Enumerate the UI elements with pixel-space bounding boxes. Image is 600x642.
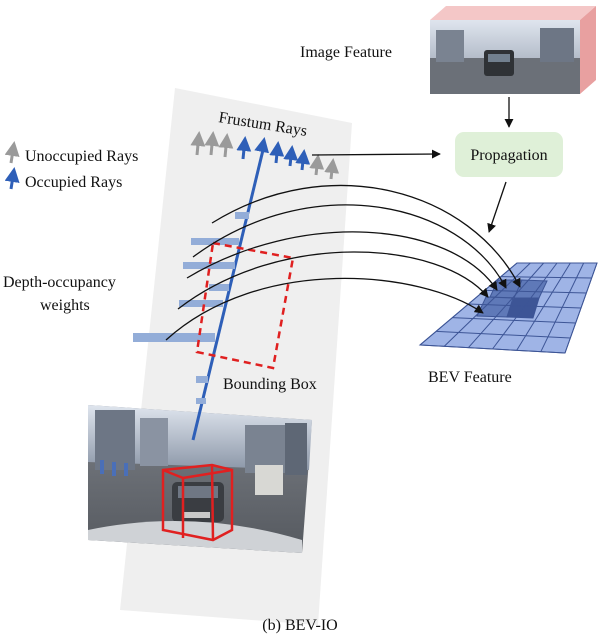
occupied-ray-arrow xyxy=(236,136,252,160)
unoccupied-ray-arrow xyxy=(309,154,325,176)
curve-arrow xyxy=(165,277,484,341)
legend-unoccupied-arrow xyxy=(4,141,20,164)
weight-bar xyxy=(179,300,223,307)
frustum-ray-arrows xyxy=(190,131,340,180)
unoccupied-rays-label: Unoccupied Rays xyxy=(25,148,138,165)
propagation-curves xyxy=(165,184,521,341)
occupied-ray-arrow xyxy=(254,137,270,154)
occupied-ray-arrow xyxy=(295,149,311,171)
rays-to-propagation-arrow xyxy=(311,149,441,159)
weight-bar xyxy=(196,398,206,404)
bev-grid-line xyxy=(419,344,566,354)
occupied-ray-arrow xyxy=(269,141,285,164)
weight-bar xyxy=(235,212,249,219)
curve-arrow xyxy=(192,204,507,289)
legend-occupied-arrow xyxy=(4,167,20,190)
car-3d-box xyxy=(161,463,234,542)
bev-grid-line xyxy=(436,330,571,339)
unoccupied-ray-arrow xyxy=(218,133,234,158)
unoccupied-ray-arrow xyxy=(190,131,206,156)
image-feature-cube xyxy=(430,6,596,94)
camera-image xyxy=(88,405,312,553)
propagation-label: Propagation xyxy=(470,147,547,164)
curve-arrow xyxy=(177,251,489,310)
unoccupied-ray-arrow xyxy=(324,158,340,180)
curve-arrow xyxy=(211,184,521,288)
weight-bar xyxy=(133,333,215,342)
occupied-ray-arrow xyxy=(283,145,299,167)
weight-bar xyxy=(209,284,229,291)
depth-occupancy-label-line2: weights xyxy=(40,297,90,314)
curve-arrow xyxy=(186,231,498,291)
propagation-to-bev-arrow xyxy=(487,181,507,233)
image-feature-label: Image Feature xyxy=(300,44,392,61)
unoccupied-ray-arrow xyxy=(204,131,220,156)
bev-feature-label: BEV Feature xyxy=(428,369,512,386)
bounding-box-2d xyxy=(195,241,295,370)
main-ray-line xyxy=(191,149,265,441)
bounding-box-label: Bounding Box xyxy=(223,376,317,393)
bev-feature-grid xyxy=(418,262,598,354)
caption: (b) BEV-IO xyxy=(262,617,337,634)
depth-occupancy-label-line1: Depth-occupancy xyxy=(3,274,116,291)
occupied-rays-label: Occupied Rays xyxy=(25,174,122,191)
bev-grid-line xyxy=(564,262,598,354)
propagation-box xyxy=(455,132,563,177)
weight-bar xyxy=(196,376,208,383)
